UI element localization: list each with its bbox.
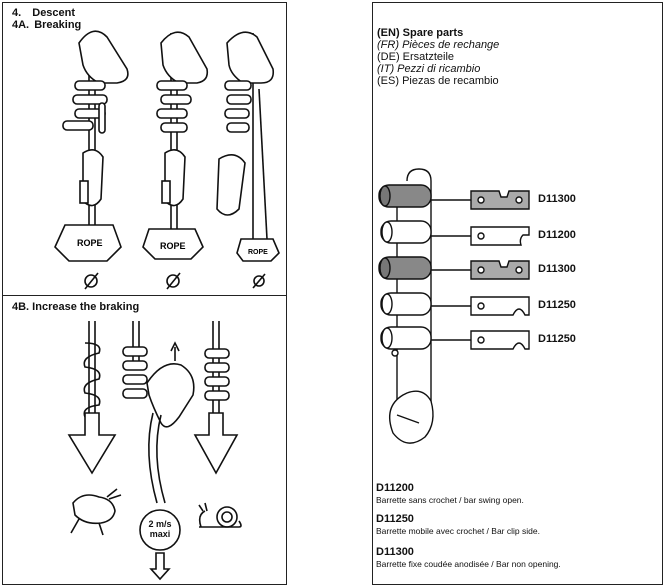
title-de-text: Ersatzteile [402,51,455,63]
braking-figure-3 [193,321,239,475]
braking-figure-2 [122,321,195,581]
rack-bar-3 [378,256,432,280]
title-es: (ES) Piezas de recambio [377,75,499,87]
rack-bar-1 [378,184,432,208]
rack-bar-2 [380,220,432,244]
spare-parts-diagram [378,168,530,444]
title-de: (DE) Ersatzteile [377,51,454,63]
snail-icon [198,502,242,528]
section-4a-number: 4A. [12,19,30,31]
diameter-symbol-1: Ø [83,271,84,272]
carabiner [389,390,434,444]
rack-frame [406,168,432,403]
rack-bar-4 [380,292,432,316]
title-it: (IT) Pezzi di ricambio [377,63,480,75]
rack-bar-5 [380,326,432,350]
part-code-4: D11250 [538,299,576,311]
definition-code-1: D11200 [376,482,414,494]
part-code-1: D11300 [538,193,576,205]
part-code-3: D11300 [538,263,576,275]
descender-figure-2 [142,31,209,260]
definition-code-3: D11300 [376,546,414,558]
lang-code-es: (ES) [377,75,399,87]
section-4a-heading: 4A. Breaking [12,19,81,31]
diameter-symbol-2: Ø [165,271,166,272]
rabbit-icon [70,488,122,536]
definition-desc-3: Barrette fixe coudée anodisée / Bar non … [376,559,561,569]
section-4-number: 4. [12,7,22,19]
rope-labels-layer: ROPE ROPE ROPE [77,238,268,256]
title-it-text: Pezzi di ricambio [397,63,481,75]
section-4b-heading: 4B. Increase the braking [12,301,140,313]
part-code-2: D11200 [538,229,576,241]
definition-desc-1: Barrette sans crochet / bar swing open. [376,495,524,505]
rope-label-1: ROPE [77,238,103,248]
title-fr: (FR) Pièces de rechange [377,39,499,51]
rope-label-3: ROPE [248,249,268,256]
braking-figure-1 [67,321,117,475]
title-es-text: Piezas de recambio [402,75,499,87]
section-4a-title: Breaking [34,19,82,31]
speed-limit-note: maxi [149,529,171,539]
definition-desc-2: Barrette mobile avec crochet / Bar clip … [376,526,540,536]
title-en-text: Spare parts [402,27,464,39]
section-divider [3,295,286,296]
descender-figure-3 [216,31,280,262]
title-fr-text: Pièces de rechange [402,39,500,51]
part-d11200 [470,226,530,246]
usage-instructions-panel: 4. Descent 4A. Breaking [2,2,287,585]
title-en: (EN) Spare parts [377,27,463,39]
lang-code-fr: (FR) [377,39,399,51]
lang-code-de: (DE) [377,51,400,63]
definition-code-2: D11250 [376,513,414,525]
section-4-title: Descent [32,7,76,19]
speed-limit-value: 2 m/s [148,519,172,529]
part-d11300-b [470,260,530,280]
diameter-symbol-3: Ø [251,271,252,272]
part-d11300-a [470,190,530,210]
spare-parts-panel: (EN) Spare parts (FR) Pièces de rechange… [372,2,663,585]
descender-figure-1 [54,30,129,262]
speed-limit-badge: 2 m/s maxi [140,519,180,539]
rope-label-2: ROPE [160,241,186,251]
part-d11250-b [470,330,530,350]
lang-code-it: (IT) [377,63,395,75]
section-4-heading: 4. Descent [12,7,75,19]
lang-code-en: (EN) [377,27,400,39]
part-code-5: D11250 [538,333,576,345]
rack-descender-illustrations [54,30,280,581]
part-d11250-a [470,296,530,316]
